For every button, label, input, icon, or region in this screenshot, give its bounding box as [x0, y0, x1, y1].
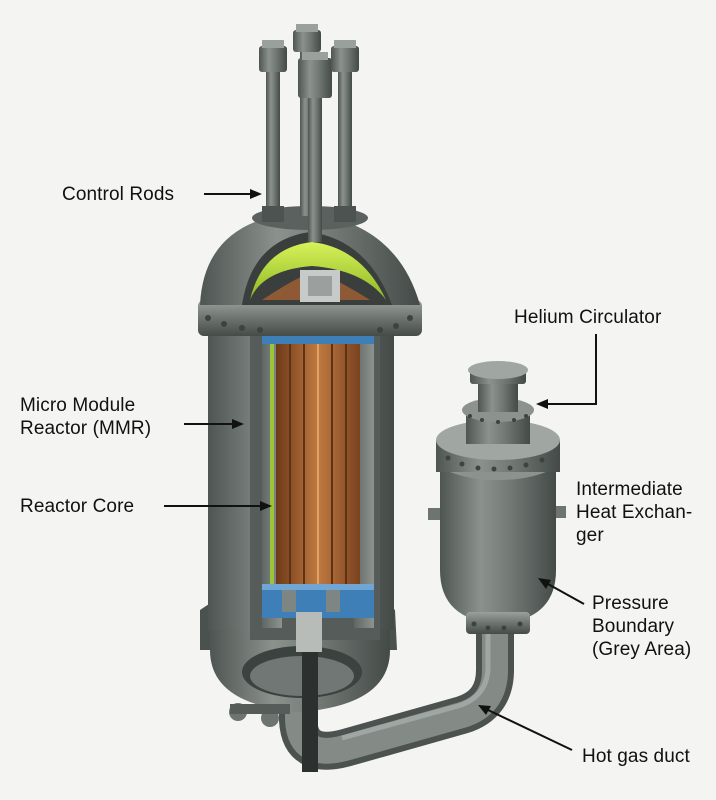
label-pb-line-1: Pressure	[592, 593, 669, 614]
helium-circulator	[462, 361, 534, 444]
label-intermediate-heat-exchanger: Intermediate Heat Exchan- ger	[576, 478, 692, 547]
label-reactor-core-text: Reactor Core	[20, 496, 135, 517]
label-control-rods: Control Rods	[62, 183, 174, 206]
arrow-reactor-core	[164, 501, 272, 511]
vessel-fittings	[229, 703, 290, 727]
label-ihx-line-2: Heat Exchan-	[576, 502, 693, 523]
intermediate-heat-exchanger	[428, 420, 566, 634]
label-ihx-line-1: Intermediate	[576, 479, 683, 500]
label-pressure-boundary: Pressure Boundary (Grey Area)	[592, 592, 691, 661]
label-reactor-core: Reactor Core	[20, 495, 134, 518]
label-mmr-line-2: Reactor (MMR)	[20, 418, 152, 439]
arrow-control-rods	[204, 189, 262, 199]
label-pb-line-2: Boundary	[592, 616, 675, 637]
label-helium-circulator-text: Helium Circulator	[514, 307, 662, 328]
label-pb-line-3: (Grey Area)	[592, 639, 692, 660]
reactor-vessel	[198, 206, 422, 772]
label-hot-gas-duct-text: Hot gas duct	[582, 746, 690, 767]
control-rod	[331, 40, 359, 222]
label-ihx-line-3: ger	[576, 525, 604, 546]
label-micro-module-reactor: Micro Module Reactor (MMR)	[20, 394, 151, 440]
label-mmr-line-1: Micro Module	[20, 395, 136, 416]
reactor-core	[270, 344, 360, 584]
control-rod	[259, 40, 287, 222]
hot-gas-duct	[279, 625, 514, 770]
label-hot-gas-duct: Hot gas duct	[582, 745, 690, 768]
annotation-arrows	[164, 189, 597, 751]
arrow-pressure-boundary	[538, 578, 585, 605]
arrow-mmr	[184, 419, 244, 429]
control-rods	[259, 24, 359, 242]
arrow-helium-circulator	[536, 334, 597, 409]
label-control-rods-text: Control Rods	[62, 184, 175, 205]
label-helium-circulator: Helium Circulator	[514, 306, 661, 329]
arrow-hot-gas-duct	[478, 705, 573, 751]
control-rod	[298, 52, 332, 242]
